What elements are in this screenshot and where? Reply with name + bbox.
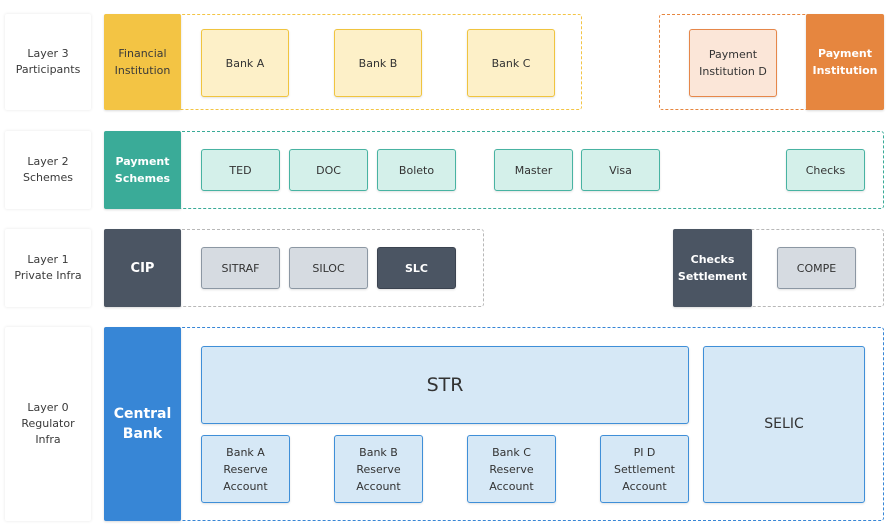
- scheme-ted-box: TED: [201, 149, 280, 191]
- scheme-master-box: Master: [494, 149, 573, 191]
- bank-b-box: Bank B: [334, 29, 422, 97]
- compe-box: COMPE: [777, 247, 856, 289]
- payment-institution-d-box: Payment Institution D: [689, 29, 777, 97]
- pi-d-settlement-account-box: PI D Settlement Account: [600, 435, 689, 503]
- scheme-boleto-box: Boleto: [377, 149, 456, 191]
- financial-institution-category: Financial Institution: [104, 14, 181, 110]
- payment-schemes-category: Payment Schemes: [104, 131, 181, 209]
- cip-category: CIP: [104, 229, 181, 307]
- bank-c-reserve-account-box: Bank C Reserve Account: [467, 435, 556, 503]
- selic-box: SELIC: [703, 346, 865, 503]
- scheme-checks-box: Checks: [786, 149, 865, 191]
- bank-a-reserve-account-box: Bank A Reserve Account: [201, 435, 290, 503]
- layer-2-label: Layer 2 Schemes: [5, 131, 91, 209]
- sitraf-box: SITRAF: [201, 247, 280, 289]
- bank-c-box: Bank C: [467, 29, 555, 97]
- bank-b-reserve-account-box: Bank B Reserve Account: [334, 435, 423, 503]
- bank-a-box: Bank A: [201, 29, 289, 97]
- layer-3-label: Layer 3 Participants: [5, 14, 91, 110]
- checks-settlement-category: Checks Settlement: [673, 229, 752, 307]
- scheme-visa-box: Visa: [581, 149, 660, 191]
- central-bank-category: Central Bank: [104, 327, 181, 521]
- scheme-doc-box: DOC: [289, 149, 368, 191]
- siloc-box: SILOC: [289, 247, 368, 289]
- str-box: STR: [201, 346, 689, 424]
- layer-1-label: Layer 1 Private Infra: [5, 229, 91, 307]
- slc-box: SLC: [377, 247, 456, 289]
- layer-0-label: Layer 0 Regulator Infra: [5, 327, 91, 521]
- payment-institution-category: Payment Institution: [806, 14, 884, 110]
